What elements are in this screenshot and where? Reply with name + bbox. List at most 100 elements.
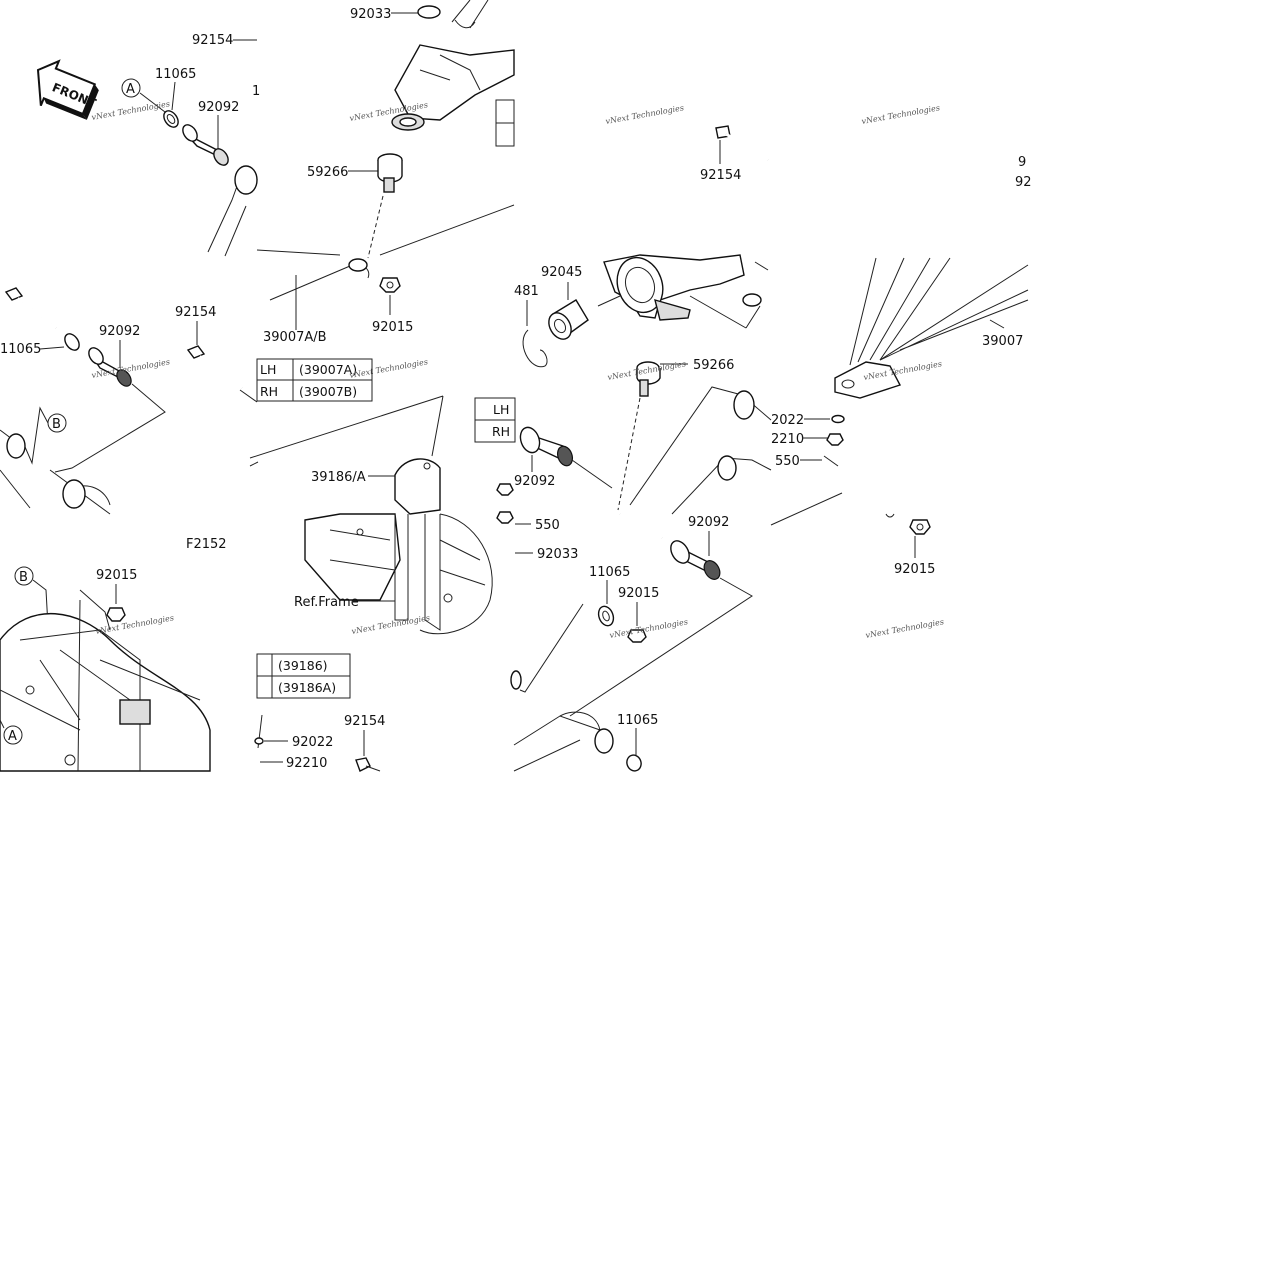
label-92-partial: 9 bbox=[1018, 155, 1026, 170]
label-59266: 59266 bbox=[307, 165, 348, 180]
watermark-text: vNext Technologies bbox=[863, 359, 943, 382]
label-39186a: 39186/A bbox=[311, 470, 366, 485]
callout-circle-icon bbox=[3, 725, 23, 745]
callout-circle-icon bbox=[121, 78, 141, 98]
label-92022: 2022 bbox=[771, 413, 804, 428]
label-550: 550 bbox=[775, 454, 800, 469]
callout-a: A bbox=[8, 729, 17, 744]
watermark-text: vNext Technologies bbox=[861, 103, 941, 126]
watermark-text: vNext Technologies bbox=[865, 617, 945, 640]
callout-b: B bbox=[19, 570, 28, 585]
washer-11065 bbox=[597, 605, 615, 627]
table-cell-part: (39186A) bbox=[278, 680, 336, 695]
table-cell-part: (39007B) bbox=[299, 384, 357, 399]
a-arm-39007 bbox=[834, 257, 1029, 399]
nut-92015 bbox=[106, 607, 126, 622]
label-92210: 92210 bbox=[286, 756, 327, 771]
tile-lower-pivot: 92092 11065 92015 11065 bbox=[510, 512, 753, 772]
label-92092: 92092 bbox=[198, 100, 239, 115]
bolt-92154 bbox=[355, 757, 371, 772]
watermark-text: vNext Technologies bbox=[91, 99, 171, 122]
bushing-92092 bbox=[519, 426, 574, 467]
label-92015: 92015 bbox=[894, 562, 935, 577]
label-92022: 92022 bbox=[292, 735, 333, 750]
ball-joint-59266 bbox=[636, 361, 661, 397]
bushing-92092 bbox=[182, 124, 229, 166]
label-481: 481 bbox=[514, 284, 539, 299]
bolt-92154 bbox=[186, 345, 243, 389]
watermark-text: vNext Technologies bbox=[609, 617, 689, 640]
label-ref-frame: Ref.Frame bbox=[294, 595, 359, 610]
label-92033: 92033 bbox=[537, 547, 578, 562]
nut-92015 bbox=[909, 519, 931, 535]
bolt-92154 bbox=[715, 125, 769, 162]
watermark-text: vNext Technologies bbox=[351, 613, 431, 636]
castle-nut-92210 bbox=[826, 433, 844, 446]
watermark-text: vNext Technologies bbox=[349, 357, 429, 380]
label-92210: 2210 bbox=[771, 432, 804, 447]
bearing-92045 bbox=[548, 299, 589, 340]
upper-arm-bracket bbox=[394, 44, 515, 121]
nut-92015 bbox=[627, 629, 647, 643]
label-92092: 92092 bbox=[99, 324, 140, 339]
front-arrow-icon: FRONT bbox=[36, 59, 99, 120]
label-92015: 92015 bbox=[96, 568, 137, 583]
bracket-39186 bbox=[394, 458, 441, 515]
castle-nut bbox=[496, 483, 514, 496]
label-92015: 92015 bbox=[372, 320, 413, 335]
washer-11065 bbox=[626, 754, 642, 772]
label-11065: 11065 bbox=[589, 565, 630, 580]
tile-lower-arm: 9 92 39007 2022 2210 550 bbox=[770, 155, 1032, 526]
nut-92015 bbox=[379, 277, 401, 293]
label-11065: 11065 bbox=[155, 67, 196, 82]
tile-frame-mount-detail: F2152 B 92015 A bbox=[0, 537, 227, 772]
callout-b: B bbox=[52, 417, 61, 432]
label-92092: 92092 bbox=[688, 515, 729, 530]
snap-ring-92033 bbox=[417, 5, 441, 19]
table-cell-side: RH bbox=[492, 424, 510, 439]
label-92154: 92154 bbox=[175, 305, 216, 320]
tile-frame-bracket: Ref.Frame (39186) (39186A) 92022 92210 9… bbox=[254, 483, 578, 772]
label-92154: 92154 bbox=[192, 33, 233, 48]
callout-a: A bbox=[126, 82, 135, 97]
washer-92022 bbox=[831, 414, 845, 424]
tile-ball-joint-arm: 92033 59266 39007A/B 92015 92154 bbox=[175, 0, 515, 515]
label-92-partial: 92 bbox=[1015, 175, 1032, 190]
ball-joint-59266 bbox=[377, 153, 403, 193]
watermark-text: vNext Technologies bbox=[605, 103, 685, 126]
label-550: 550 bbox=[535, 518, 560, 533]
table-cell-side: LH bbox=[493, 402, 509, 417]
nut bbox=[496, 511, 514, 524]
label-39007: 39007 bbox=[982, 334, 1023, 349]
bushing-92092 bbox=[670, 540, 721, 580]
label-39007ab: 39007A/B bbox=[263, 330, 327, 345]
table-cell-side: RH bbox=[260, 384, 278, 399]
label-92154: 92154 bbox=[700, 168, 741, 183]
table-cell-side: LH bbox=[260, 362, 276, 377]
label-1: 1 bbox=[252, 84, 260, 99]
label-92015: 92015 bbox=[618, 586, 659, 601]
steering-knuckle bbox=[603, 254, 745, 321]
arm-side-table: LH (39007A) RH (39007B) bbox=[256, 358, 373, 402]
label-92154: 92154 bbox=[344, 714, 385, 729]
label-11065: 11065 bbox=[0, 342, 41, 357]
tile-steering-knuckle: 92154 92045 481 59266 bbox=[474, 125, 772, 515]
snap-ring-92033 bbox=[742, 293, 762, 307]
label-92045: 92045 bbox=[541, 265, 582, 280]
label-59266: 59266 bbox=[693, 358, 734, 373]
circlip-481 bbox=[522, 329, 548, 368]
bolt-92154 bbox=[4, 287, 57, 329]
label-92092: 92092 bbox=[514, 474, 555, 489]
label-92033: 92033 bbox=[350, 7, 391, 22]
cotter-pin-550 bbox=[823, 455, 839, 467]
table-cell-part: (39186) bbox=[278, 658, 328, 673]
label-f2152: F2152 bbox=[186, 537, 227, 552]
table-cell-part: (39007A) bbox=[299, 362, 357, 377]
tile-upper-control-arm-pivot: FRONT A 11065 92092 92154 1 11065 bbox=[0, 33, 260, 515]
bushing-92092 bbox=[88, 347, 132, 387]
label-11065: 11065 bbox=[617, 713, 658, 728]
frame-section bbox=[0, 599, 211, 772]
tile-lower-nut: 92015 bbox=[885, 513, 935, 577]
callout-circle-icon bbox=[14, 566, 34, 586]
